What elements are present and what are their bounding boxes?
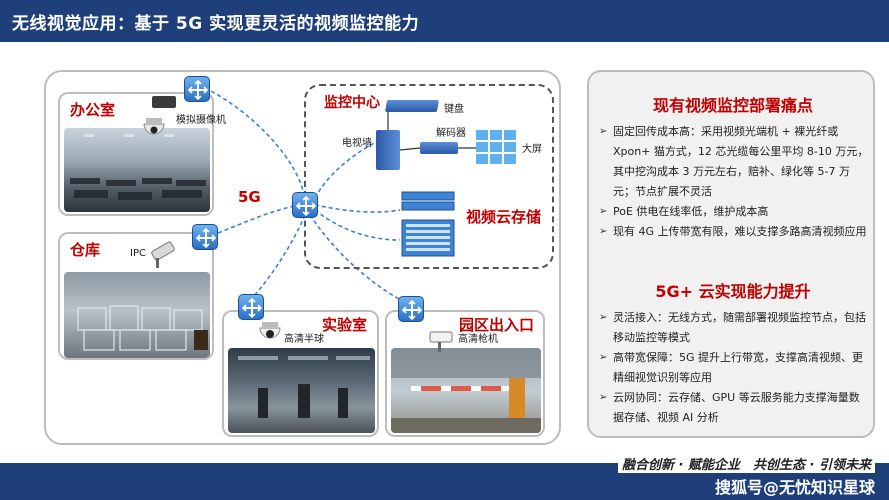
lab-title: 实验室 <box>322 316 368 334</box>
dvr-box-icon <box>152 96 176 108</box>
warehouse-title: 仓库 <box>70 241 101 259</box>
watermark: 搜狐号@无忧知识星球 <box>714 478 875 497</box>
video-wall-server-icon <box>376 130 400 170</box>
router-icon-warehouse <box>192 224 218 250</box>
improvement-item: 云网协同：云存储、GPU 等云服务能力支撑海量数据存储、视频 AI 分析 <box>599 388 869 428</box>
lab-hall-illustration <box>238 356 370 418</box>
warehouse-panel: 仓库 <box>58 232 214 360</box>
cloud-storage-label: 视频云存储 <box>466 208 542 226</box>
warehouse-photo <box>64 272 210 358</box>
gate-title: 园区出入口 <box>459 316 535 334</box>
dome-camera-icon <box>142 118 166 140</box>
office-panel: 办公室 <box>58 92 214 216</box>
router-icon-top <box>184 76 210 102</box>
improvement-item: 灵活接入：无线方式，随需部署视频监控节点，包括移动监控等模式 <box>599 308 869 348</box>
gate-camera-label: 高清枪机 <box>458 334 498 345</box>
pain-point-item: 现有 4G 上传带宽有限，难以支撑多路高清视频应用 <box>599 222 869 242</box>
office-title: 办公室 <box>70 101 116 119</box>
pain-points-list: 固定回传成本高：采用视频光端机 + 裸光纤或 Xpon+ 猫方式，12 芯光缆每… <box>599 122 869 242</box>
page-title: 无线视觉应用：基于 5G 实现更灵活的视频监控能力 <box>12 14 420 34</box>
side-panel: 现有视频监控部署痛点 固定回传成本高：采用视频光端机 + 裸光纤或 Xpon+ … <box>587 70 875 438</box>
router-icon-center <box>292 192 318 218</box>
router-icon-gate <box>398 296 424 322</box>
hd-bullet-camera-icon <box>428 328 456 354</box>
warehouse-camera-label: IPC <box>130 248 146 259</box>
decoder-icon <box>420 142 458 154</box>
gate-barrier-illustration <box>391 348 541 433</box>
router-icon-lab <box>238 294 264 320</box>
office-camera-label: 模拟摄像机 <box>176 115 226 126</box>
keyboard-label: 键盘 <box>444 104 464 115</box>
storage-server-icon <box>400 190 456 260</box>
gate-photo <box>391 348 541 433</box>
hd-dome-camera-icon <box>258 322 282 346</box>
office-photo <box>64 128 210 212</box>
video-wall-label: 电视墙 <box>342 138 372 149</box>
lab-photo <box>228 348 375 433</box>
label-5g: 5G <box>238 188 261 206</box>
monitoring-center-title: 监控中心 <box>324 95 380 111</box>
monitoring-center-box <box>304 84 554 269</box>
title-bar: 无线视觉应用：基于 5G 实现更灵活的视频监控能力 <box>0 0 889 42</box>
lab-camera-label: 高清半球 <box>284 334 324 345</box>
ipc-camera-icon <box>150 240 182 270</box>
pain-points-title: 现有视频监控部署痛点 <box>652 96 813 115</box>
warehouse-cages-illustration <box>77 305 208 351</box>
office-desks-illustration <box>70 134 206 200</box>
lab-panel: 实验室 <box>222 310 379 437</box>
pain-point-item: 固定回传成本高：采用视频光端机 + 裸光纤或 Xpon+ 猫方式，12 芯光缆每… <box>599 122 869 202</box>
improvements-list: 灵活接入：无线方式，随需部署视频监控节点，包括移动监控等模式 高带宽保障：5G … <box>599 308 869 428</box>
decoder-label: 解码器 <box>436 128 466 139</box>
improvement-item: 高带宽保障：5G 提升上行带宽，支撑高清视频、更精细视觉识别等应用 <box>599 348 869 388</box>
big-screen-label: 大屏 <box>522 144 542 155</box>
improvements-title: 5G+ 云实现能力提升 <box>655 282 811 301</box>
big-screen-icon <box>476 130 516 164</box>
footer-slogan: 融合创新 · 赋能企业 共创生态 · 引领未来 <box>618 454 875 473</box>
gate-panel: 园区出入口 <box>385 310 545 437</box>
pain-point-item: PoE 供电在线率低，维护成本高 <box>599 202 869 222</box>
